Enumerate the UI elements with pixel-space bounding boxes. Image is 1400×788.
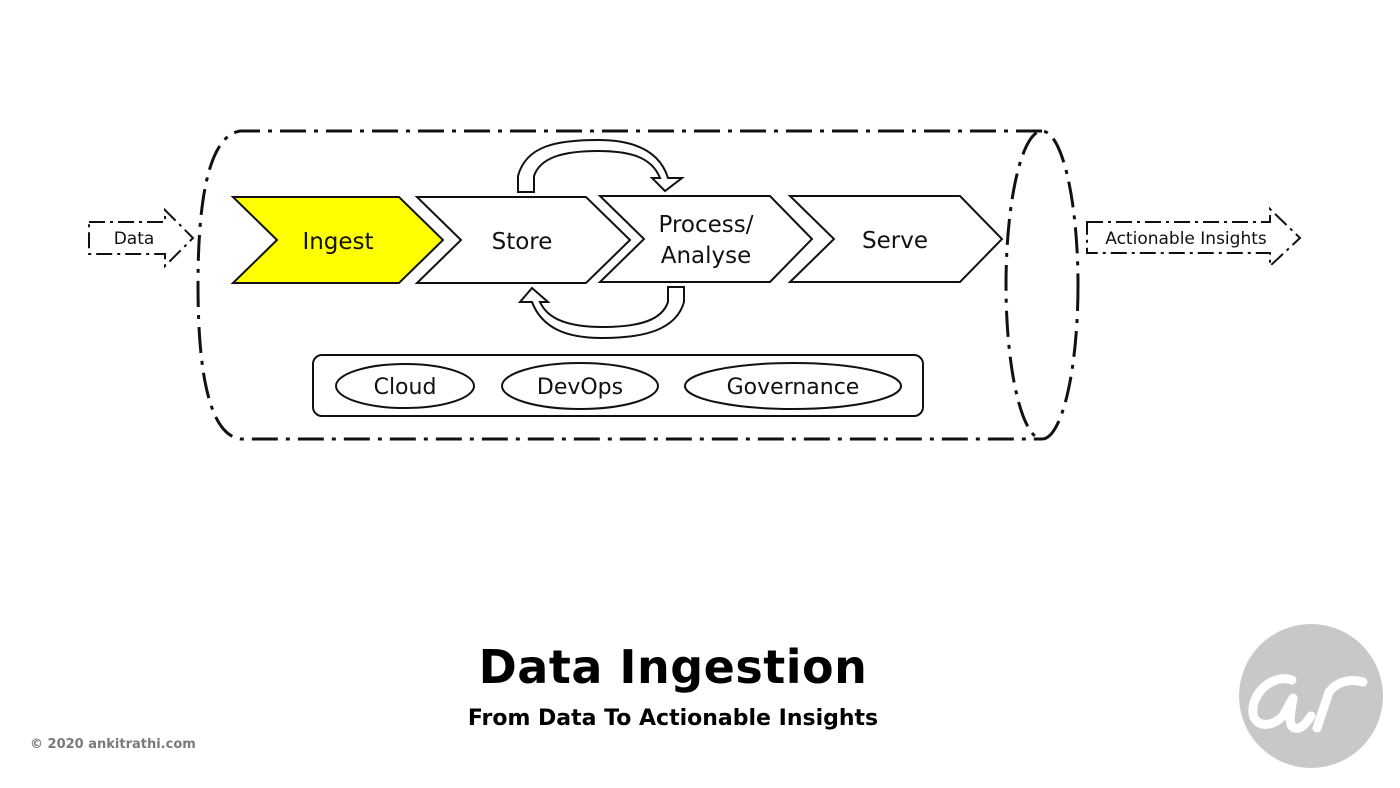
stage-store: Store: [414, 196, 632, 284]
stage-serve: Serve: [787, 195, 1004, 283]
stage-serve-chevron: [787, 195, 1004, 283]
pipeline-cylinder: [196, 129, 1080, 441]
page-title: Data Ingestion: [478, 640, 868, 694]
stage-ingest-chevron: [230, 196, 445, 284]
stage-process-analyse-label: Process/: [659, 212, 754, 238]
stage-serve-label: Serve: [862, 228, 928, 254]
foundation-cloud-label: Cloud: [374, 375, 437, 400]
insights-output-label: Actionable Insights: [1105, 229, 1267, 249]
stage-process-analyse-label-line2: Analyse: [661, 243, 752, 269]
insights-output-arrow: Actionable Insights: [1086, 206, 1302, 269]
foundation-devops-label: DevOps: [537, 375, 623, 400]
data-input-label: Data: [114, 229, 155, 249]
loop-arrow-top: [517, 138, 685, 193]
foundation-governance-label: Governance: [727, 375, 860, 400]
foundation-box: Cloud DevOps Governance: [312, 354, 924, 417]
copyright-text: © 2020 ankitrathi.com: [30, 737, 196, 752]
stage-store-label: Store: [492, 229, 553, 255]
foundation-governance: Governance: [684, 362, 902, 410]
foundation-cloud: Cloud: [335, 363, 475, 409]
ar-logo: [1239, 624, 1383, 768]
loop-arrow-bottom: [517, 286, 685, 340]
stage-store-chevron: [414, 196, 632, 284]
stage-ingest: Ingest: [230, 196, 445, 284]
stage-ingest-label: Ingest: [302, 229, 373, 255]
stage-process-analyse: Process/ Analyse: [597, 195, 814, 283]
page-subtitle: From Data To Actionable Insights: [467, 706, 879, 731]
data-input-arrow: Data: [88, 207, 195, 269]
stage-process-analyse-chevron: [597, 195, 814, 283]
foundation-devops: DevOps: [501, 362, 659, 410]
